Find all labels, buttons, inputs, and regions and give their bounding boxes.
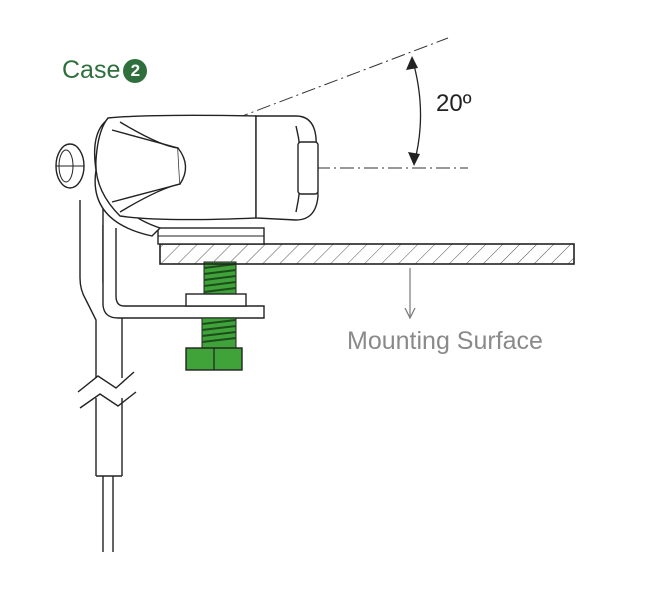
mounting-surface-label: Mounting Surface — [347, 327, 543, 355]
tilted-axis-line — [99, 37, 449, 171]
mounting-surface-plate — [159, 243, 575, 265]
angle-arc — [411, 57, 422, 165]
case-label: Case 2 — [62, 56, 148, 85]
l-bracket — [102, 225, 265, 319]
angle-label: 20º — [436, 90, 472, 117]
case-number-badge: 2 — [123, 58, 148, 83]
case-label-text: Case — [62, 56, 121, 84]
camera-body — [95, 114, 319, 221]
washer — [185, 293, 247, 307]
surface-pointer-arrowhead — [404, 307, 416, 320]
angle-arrow-top — [406, 56, 418, 70]
angle-arrow-bottom — [408, 152, 420, 166]
